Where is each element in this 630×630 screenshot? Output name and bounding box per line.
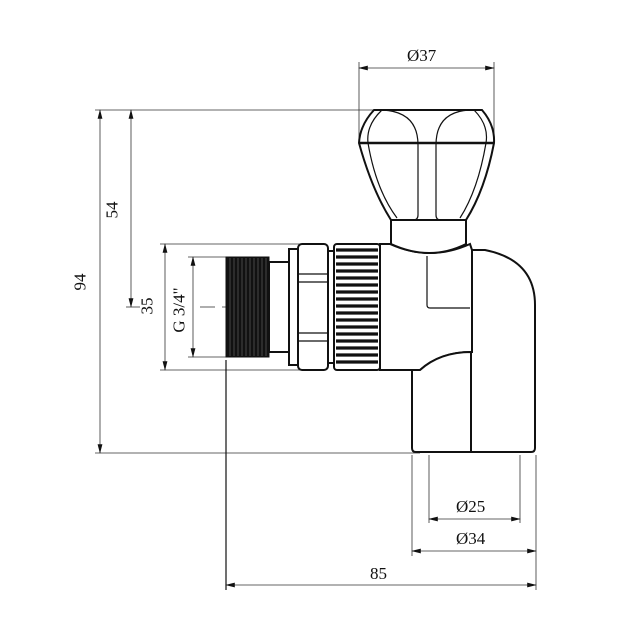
dim-outer-diameter (411, 455, 537, 556)
dim-inner-diameter (428, 455, 521, 523)
knob (357, 109, 496, 221)
label-inner-diameter: Ø25 (456, 497, 486, 516)
hex-nut (297, 243, 329, 371)
label-thread: G 3/4" (169, 287, 189, 333)
label-outer-diameter: Ø34 (456, 529, 486, 548)
neck (268, 261, 290, 353)
dim-knob-diameter (358, 62, 495, 140)
valve-body (225, 109, 536, 590)
thread-section (225, 256, 270, 358)
label-total-height: 94 (70, 273, 90, 291)
label-total-length: 85 (370, 564, 387, 583)
washer (288, 248, 299, 366)
label-knob-diameter: Ø37 (407, 46, 437, 65)
dim-knob-to-axis (126, 109, 140, 308)
label-nut-size: 35 (137, 297, 157, 315)
stem (390, 219, 467, 254)
elbow-outer (469, 249, 536, 453)
valve-housing (379, 242, 473, 371)
dim-nut-size (160, 243, 300, 371)
dim-total-length (225, 556, 537, 590)
outlet-pipe (411, 350, 472, 453)
label-knob-to-axis: 54 (102, 201, 122, 219)
dim-total-height (95, 109, 420, 454)
